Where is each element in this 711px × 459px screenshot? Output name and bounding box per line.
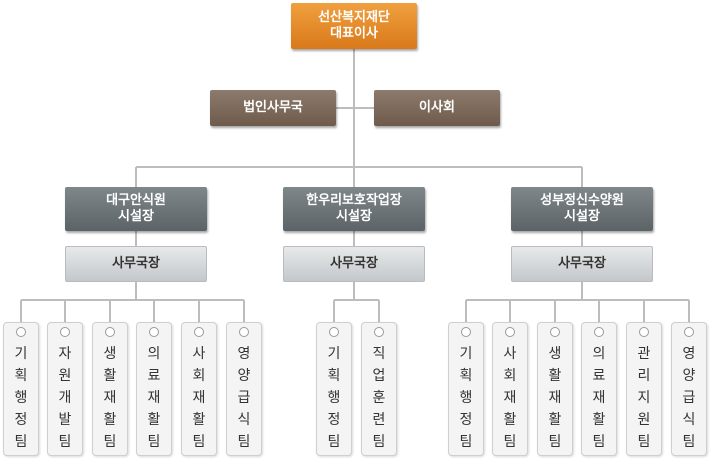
team-tag[interactable]: 생 활 재 활 팀 bbox=[92, 322, 128, 456]
team-tag[interactable]: 자 원 개 발 팀 bbox=[47, 322, 83, 456]
team-tag[interactable]: 기 획 행 정 팀 bbox=[3, 322, 39, 456]
tag-hole-icon bbox=[105, 327, 115, 337]
team-tag[interactable]: 직 업 훈 련 팀 bbox=[361, 322, 397, 456]
tag-hole-icon bbox=[329, 327, 339, 337]
team-tag[interactable]: 의 료 재 활 팀 bbox=[581, 322, 617, 456]
team-label: 관 리 지 원 팀 bbox=[637, 346, 651, 450]
team-label: 생 활 재 활 팀 bbox=[548, 346, 562, 450]
tag-hole-icon bbox=[594, 327, 604, 337]
facility-hanwoori-office-box[interactable]: 사무국장 bbox=[283, 246, 425, 282]
team-label: 영 양 급 식 팀 bbox=[237, 346, 251, 450]
team-label: 의 료 재 활 팀 bbox=[147, 346, 161, 450]
team-label: 기 획 행 정 팀 bbox=[327, 346, 341, 450]
tag-hole-icon bbox=[639, 327, 649, 337]
team-label: 사 회 재 활 팀 bbox=[192, 346, 206, 450]
tag-hole-icon bbox=[239, 327, 249, 337]
facility-daegu-office-box[interactable]: 사무국장 bbox=[65, 246, 207, 282]
team-tag[interactable]: 의 료 재 활 팀 bbox=[136, 322, 172, 456]
team-tag[interactable]: 관 리 지 원 팀 bbox=[626, 322, 662, 456]
team-tag[interactable]: 사 회 재 활 팀 bbox=[492, 322, 528, 456]
team-label: 사 회 재 활 팀 bbox=[503, 346, 517, 450]
team-tag[interactable]: 사 회 재 활 팀 bbox=[181, 322, 217, 456]
team-tag[interactable]: 영 양 급 식 팀 bbox=[671, 322, 707, 456]
tag-hole-icon bbox=[550, 327, 560, 337]
team-label: 기 획 행 정 팀 bbox=[459, 346, 473, 450]
team-label: 의 료 재 활 팀 bbox=[592, 346, 606, 450]
facility-seongbu-office-box[interactable]: 사무국장 bbox=[511, 246, 653, 282]
tag-hole-icon bbox=[16, 327, 26, 337]
facility-hanwoori-director-box[interactable]: 한우리보호작업장 시설장 bbox=[283, 187, 425, 231]
team-label: 생 활 재 활 팀 bbox=[103, 346, 117, 450]
corporate-office-box[interactable]: 법인사무국 bbox=[210, 90, 336, 126]
team-tag[interactable]: 영 양 급 식 팀 bbox=[226, 322, 262, 456]
ceo-box[interactable]: 선산복지재단 대표이사 bbox=[291, 3, 417, 49]
tag-hole-icon bbox=[194, 327, 204, 337]
facility-daegu-director-box[interactable]: 대구안식원 시설장 bbox=[65, 187, 207, 231]
tag-hole-icon bbox=[374, 327, 384, 337]
tag-hole-icon bbox=[505, 327, 515, 337]
tag-hole-icon bbox=[684, 327, 694, 337]
team-tag[interactable]: 기 획 행 정 팀 bbox=[448, 322, 484, 456]
facility-seongbu-director-box[interactable]: 성부정신수양원 시설장 bbox=[511, 187, 653, 231]
team-label: 자 원 개 발 팀 bbox=[58, 346, 72, 450]
team-tag[interactable]: 기 획 행 정 팀 bbox=[316, 322, 352, 456]
team-label: 기 획 행 정 팀 bbox=[14, 346, 28, 450]
tag-hole-icon bbox=[461, 327, 471, 337]
tag-hole-icon bbox=[60, 327, 70, 337]
team-tag[interactable]: 생 활 재 활 팀 bbox=[537, 322, 573, 456]
team-label: 직 업 훈 련 팀 bbox=[372, 346, 386, 450]
team-label: 영 양 급 식 팀 bbox=[682, 346, 696, 450]
tag-hole-icon bbox=[149, 327, 159, 337]
board-of-directors-box[interactable]: 이사회 bbox=[374, 90, 500, 126]
